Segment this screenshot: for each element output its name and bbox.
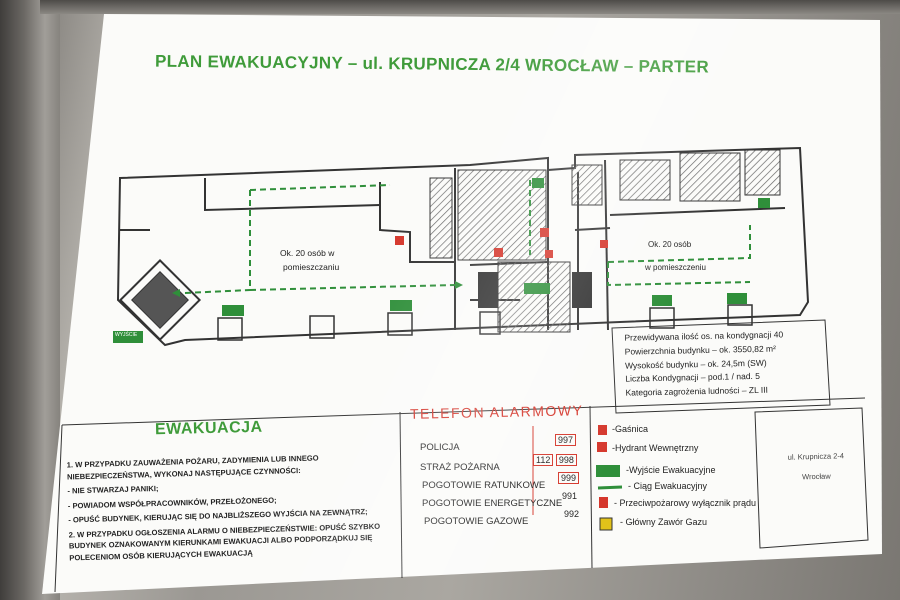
fire-equipment (395, 228, 608, 258)
stairwell-lower (497, 261, 571, 333)
steel-frame-left (0, 0, 60, 600)
phone-name-police: POLICJA (420, 442, 460, 453)
address-city: Wrocław (801, 471, 831, 482)
phone-name-power: POGOTOWIE ENERGETYCZNE (422, 498, 563, 509)
phone-name-ambulance: POGOTOWIE RATUNKOWE (422, 480, 546, 491)
stairwell-upper (457, 169, 547, 261)
phone-number-power: 991 (562, 491, 578, 501)
steel-frame-top (40, 0, 900, 14)
left-room-occupancy-line1: Ok. 20 osób w (280, 248, 335, 258)
legend-exit: -Wyjście Ewakuacyjne (626, 465, 716, 475)
evacuation-route-icon (597, 485, 623, 490)
gas-valve-icon (599, 517, 613, 531)
phone-number-gas: 992 (564, 509, 580, 519)
address-street: ul. Krupnicza 2-4 (787, 451, 845, 462)
phone-number-ambulance: 999 (558, 472, 580, 484)
exit-sign-label: WYJŚCIE (115, 332, 138, 338)
power-switch-icon (599, 497, 608, 508)
stairs-dark-left (478, 272, 498, 308)
hydrant-icon (597, 442, 607, 452)
left-room-occupancy-line2: pomieszczaniu (283, 262, 340, 272)
legend-hydrant: -Hydrant Wewnętrzny (612, 443, 699, 453)
outer-walls (116, 146, 810, 347)
phone-name-gas: POGOTOWIE GAZOWE (424, 516, 529, 527)
phone-number-police: 997 (555, 434, 577, 446)
legend-extinguisher: -Gaśnica (612, 424, 649, 434)
phone-number-emergency: 112 (533, 454, 554, 466)
extinguisher-icon (598, 425, 607, 435)
phone-number-fire: 112 998 (533, 454, 577, 466)
right-room-occupancy-line1: Ok. 20 osób (648, 240, 692, 249)
legend-gas-valve: - Główny Zawór Gazu (620, 517, 708, 527)
exit-signs (113, 178, 770, 343)
evacuation-route (184, 180, 751, 294)
legend-route: - Ciąg Ewakuacyjny (628, 481, 708, 491)
exit-icon (596, 465, 620, 477)
stairs-dark-right (572, 272, 592, 308)
legend-power-switch: - Przeciwpożarowy wyłącznik prądu (614, 498, 757, 508)
corner-stair-block (118, 258, 202, 342)
right-room-occupancy-line2: w pomieszczeniu (645, 263, 706, 272)
address-box: ul. Krupnicza 2-4 Wrocław (787, 446, 844, 487)
phone-name-fire: STRAŻ POŻARNA (420, 462, 500, 473)
